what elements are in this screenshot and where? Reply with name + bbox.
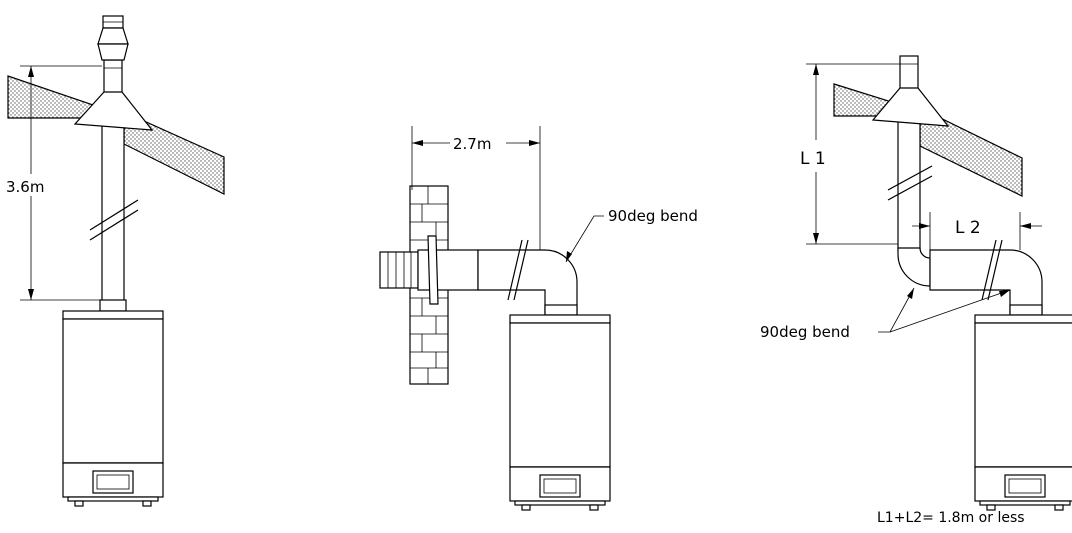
bend-label: 90deg bend [760,323,850,341]
flue-terminal [97,15,129,61]
dimension-2-7m [411,126,541,250]
bend-leader [565,215,604,263]
horizontal-flue-diagram [379,126,611,511]
vertical-flue-diagram [7,15,225,507]
roof-section [7,75,225,195]
flue-pipe [73,59,154,312]
dimension-label-3-6m: 3.6m [6,178,44,196]
dimension-l2 [912,212,1042,250]
l1-label: L 1 [800,149,826,169]
boiler-unit [974,314,1072,511]
dimension-label-2-7m: 2.7m [453,135,491,153]
boiler-unit [62,310,164,507]
bend-leaders [878,287,1011,333]
combined-flue-diagram [806,55,1072,511]
flue-pipe [871,55,1043,316]
dimension-3-6m [20,65,102,301]
boiler-unit [509,314,611,511]
length-note: L1+L2= 1.8m or less [877,510,1025,526]
l2-label: L 2 [955,218,981,238]
flue-pipe [379,235,578,316]
bend-label: 90deg bend [608,207,698,225]
dimension-l1 [806,63,900,245]
